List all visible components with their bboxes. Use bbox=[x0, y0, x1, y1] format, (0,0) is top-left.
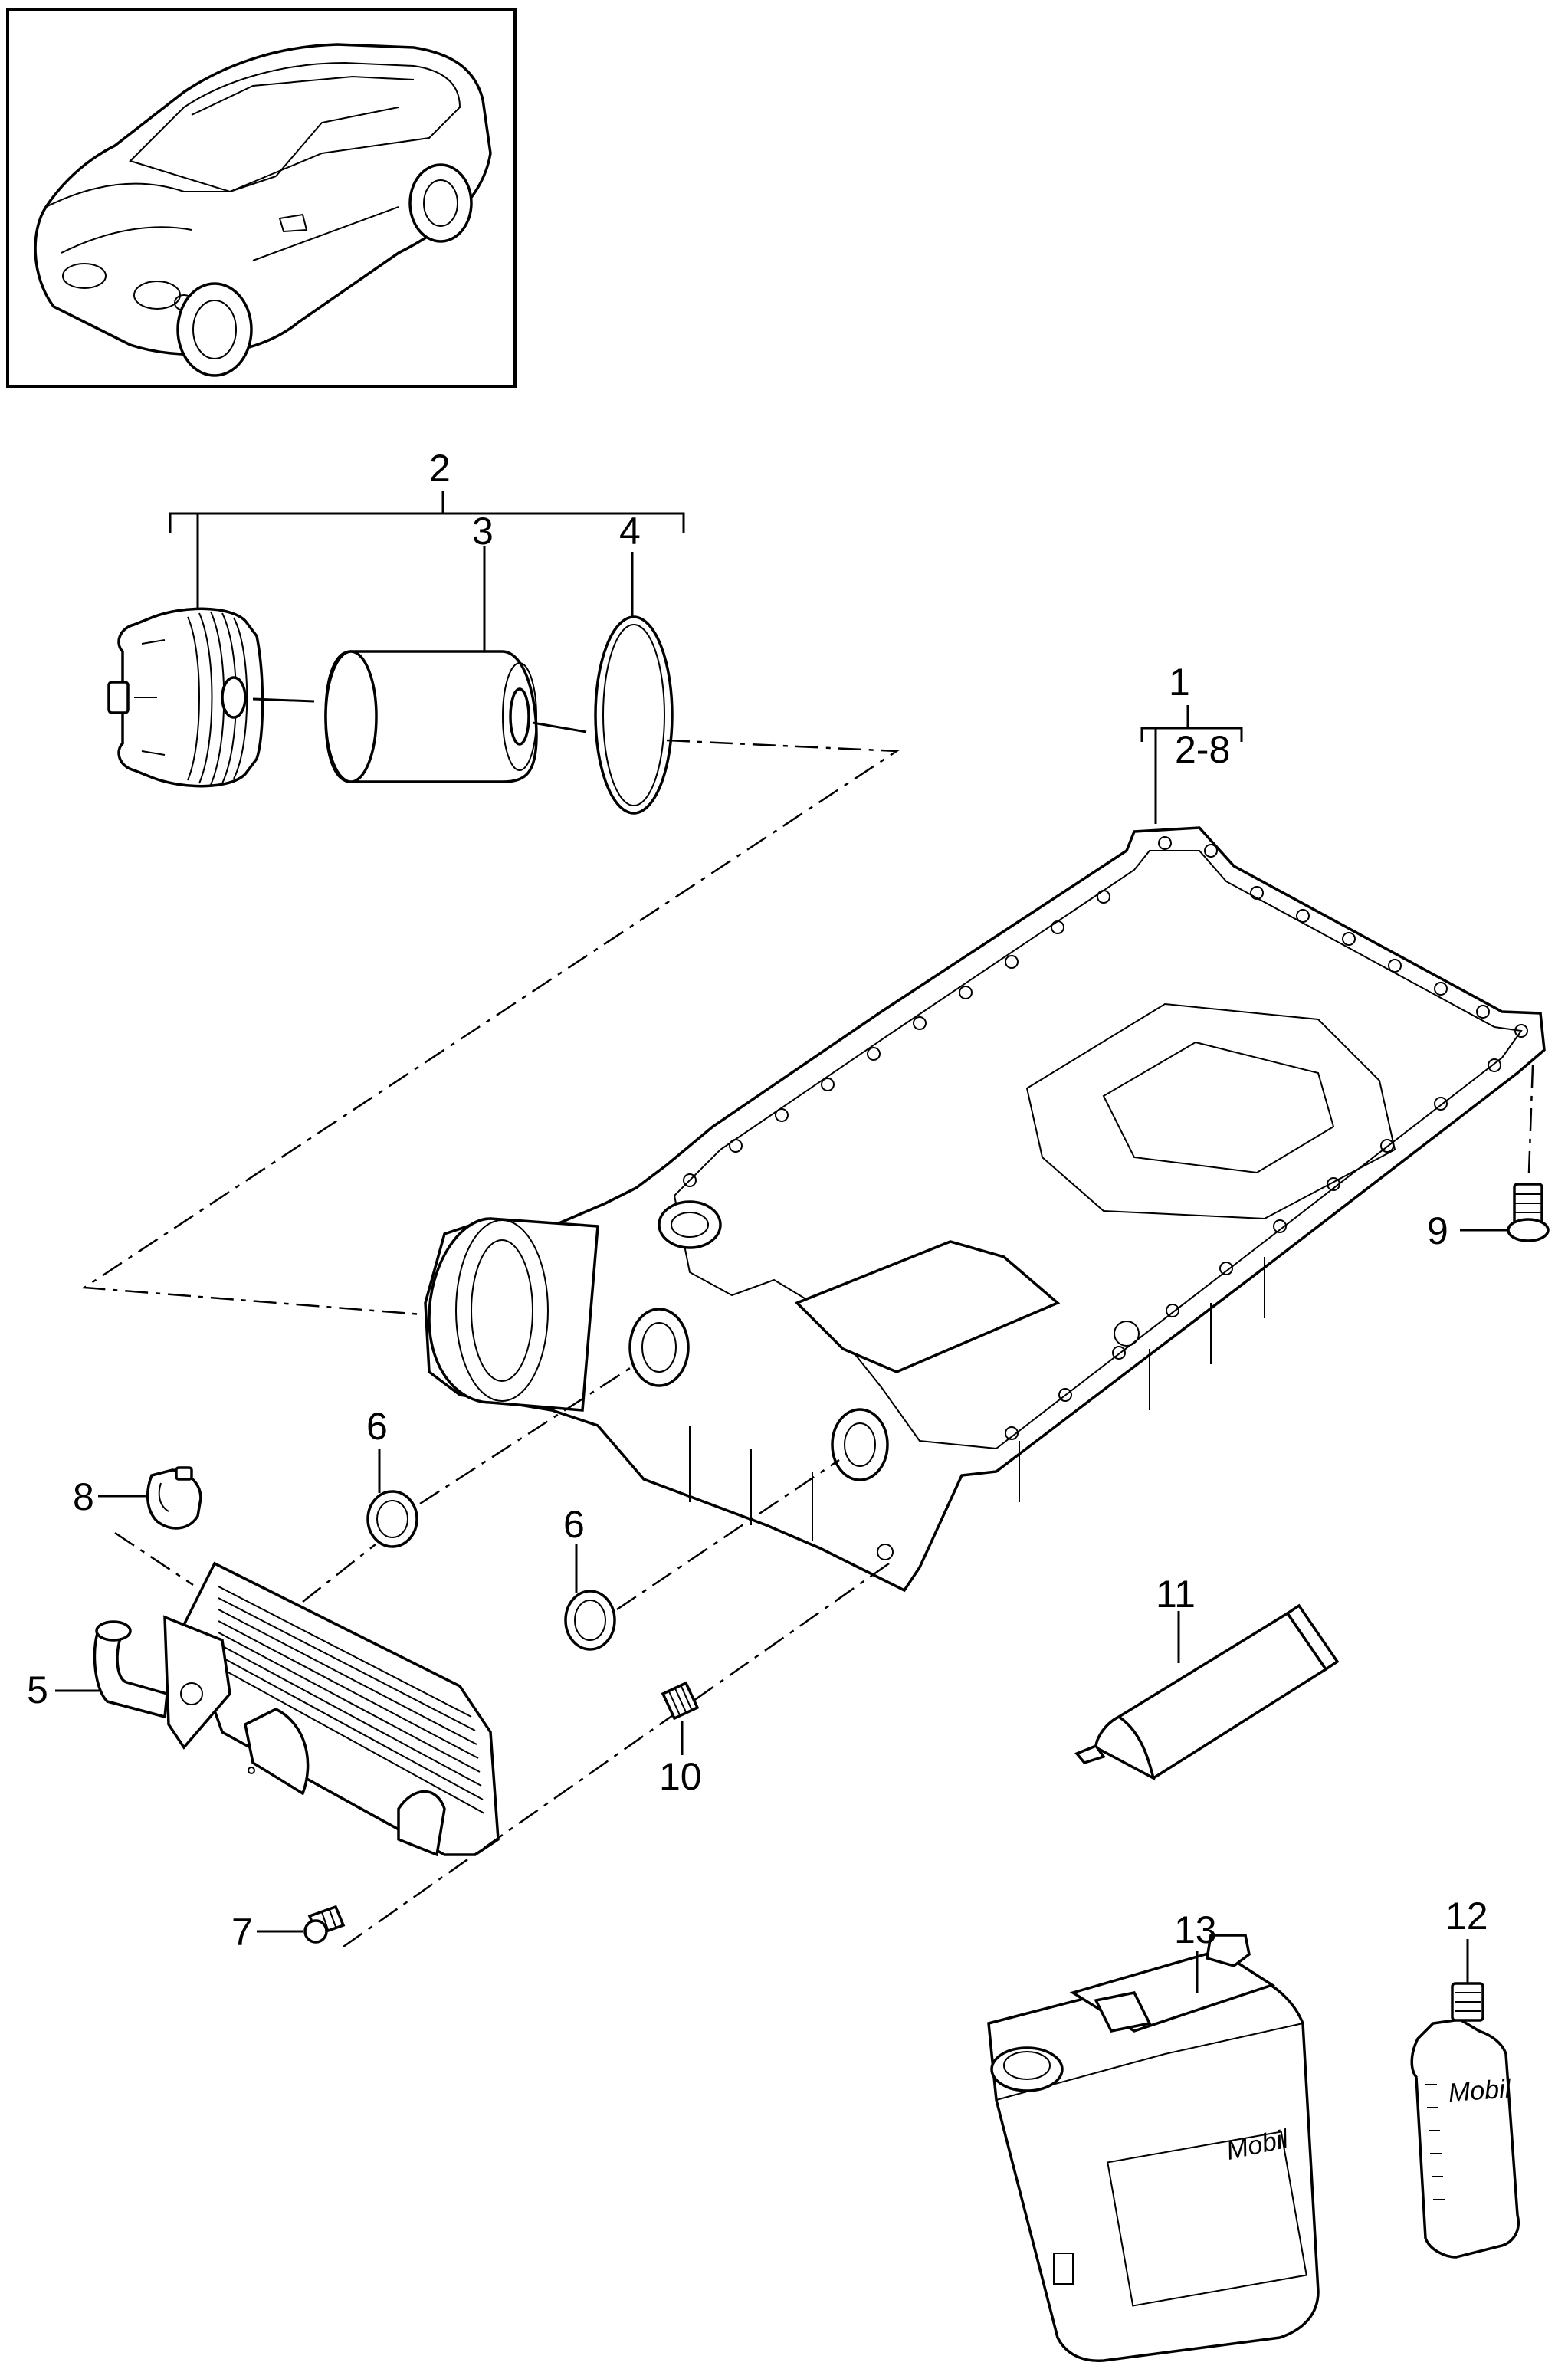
callout-4: 4 bbox=[619, 510, 641, 553]
callout-6-upper: 6 bbox=[366, 1405, 388, 1448]
callout-1-range: 2-8 bbox=[1175, 728, 1230, 771]
oil-filter-element bbox=[324, 546, 587, 783]
callout-labels: 1 2-8 2 3 4 5 6 6 7 8 9 10 11 12 13 bbox=[27, 447, 1488, 1954]
callout-8: 8 bbox=[73, 1475, 94, 1518]
alignment-line-cooler bbox=[302, 1544, 376, 1603]
filter-group-bracket bbox=[169, 491, 685, 613]
callout-6-lower: 6 bbox=[563, 1503, 585, 1546]
callout-1: 1 bbox=[1169, 661, 1190, 704]
oil-filter-housing-cover bbox=[107, 607, 315, 788]
callout-10: 10 bbox=[659, 1755, 702, 1798]
engine-oil-bottle: Mobil bbox=[1410, 1939, 1520, 2259]
vehicle-overview bbox=[6, 8, 517, 388]
seal-ring-lower bbox=[564, 1544, 616, 1651]
callout-13: 13 bbox=[1174, 1908, 1217, 1951]
callout-7: 7 bbox=[231, 1911, 253, 1954]
callout-11: 11 bbox=[1156, 1573, 1196, 1616]
screw bbox=[257, 1905, 346, 1944]
seal-ring-upper bbox=[366, 1449, 418, 1548]
flange-bolt-holes bbox=[683, 836, 1528, 1440]
callout-9: 9 bbox=[1427, 1209, 1448, 1252]
drain-plug bbox=[1460, 1183, 1550, 1242]
engine-oil-canister: Mobil bbox=[987, 1934, 1320, 2362]
callout-3: 3 bbox=[472, 510, 494, 553]
clamp bbox=[98, 1466, 202, 1530]
callout-5: 5 bbox=[27, 1668, 48, 1711]
alignment-line-screw bbox=[343, 1562, 890, 1948]
callout-2: 2 bbox=[429, 447, 451, 490]
sealing-compound-tube bbox=[1074, 1603, 1340, 1781]
alignment-line-seal-lower bbox=[616, 1458, 840, 1611]
o-ring-seal bbox=[594, 552, 674, 815]
oil-cooler bbox=[55, 1561, 500, 1857]
alignment-line-clamp bbox=[114, 1531, 194, 1586]
threaded-plug bbox=[661, 1681, 700, 1755]
bottle-brand-label: Mobil bbox=[1448, 2074, 1513, 2108]
car-illustration bbox=[34, 43, 492, 377]
oil-pan bbox=[424, 705, 1546, 1593]
callout-12: 12 bbox=[1445, 1895, 1488, 1938]
